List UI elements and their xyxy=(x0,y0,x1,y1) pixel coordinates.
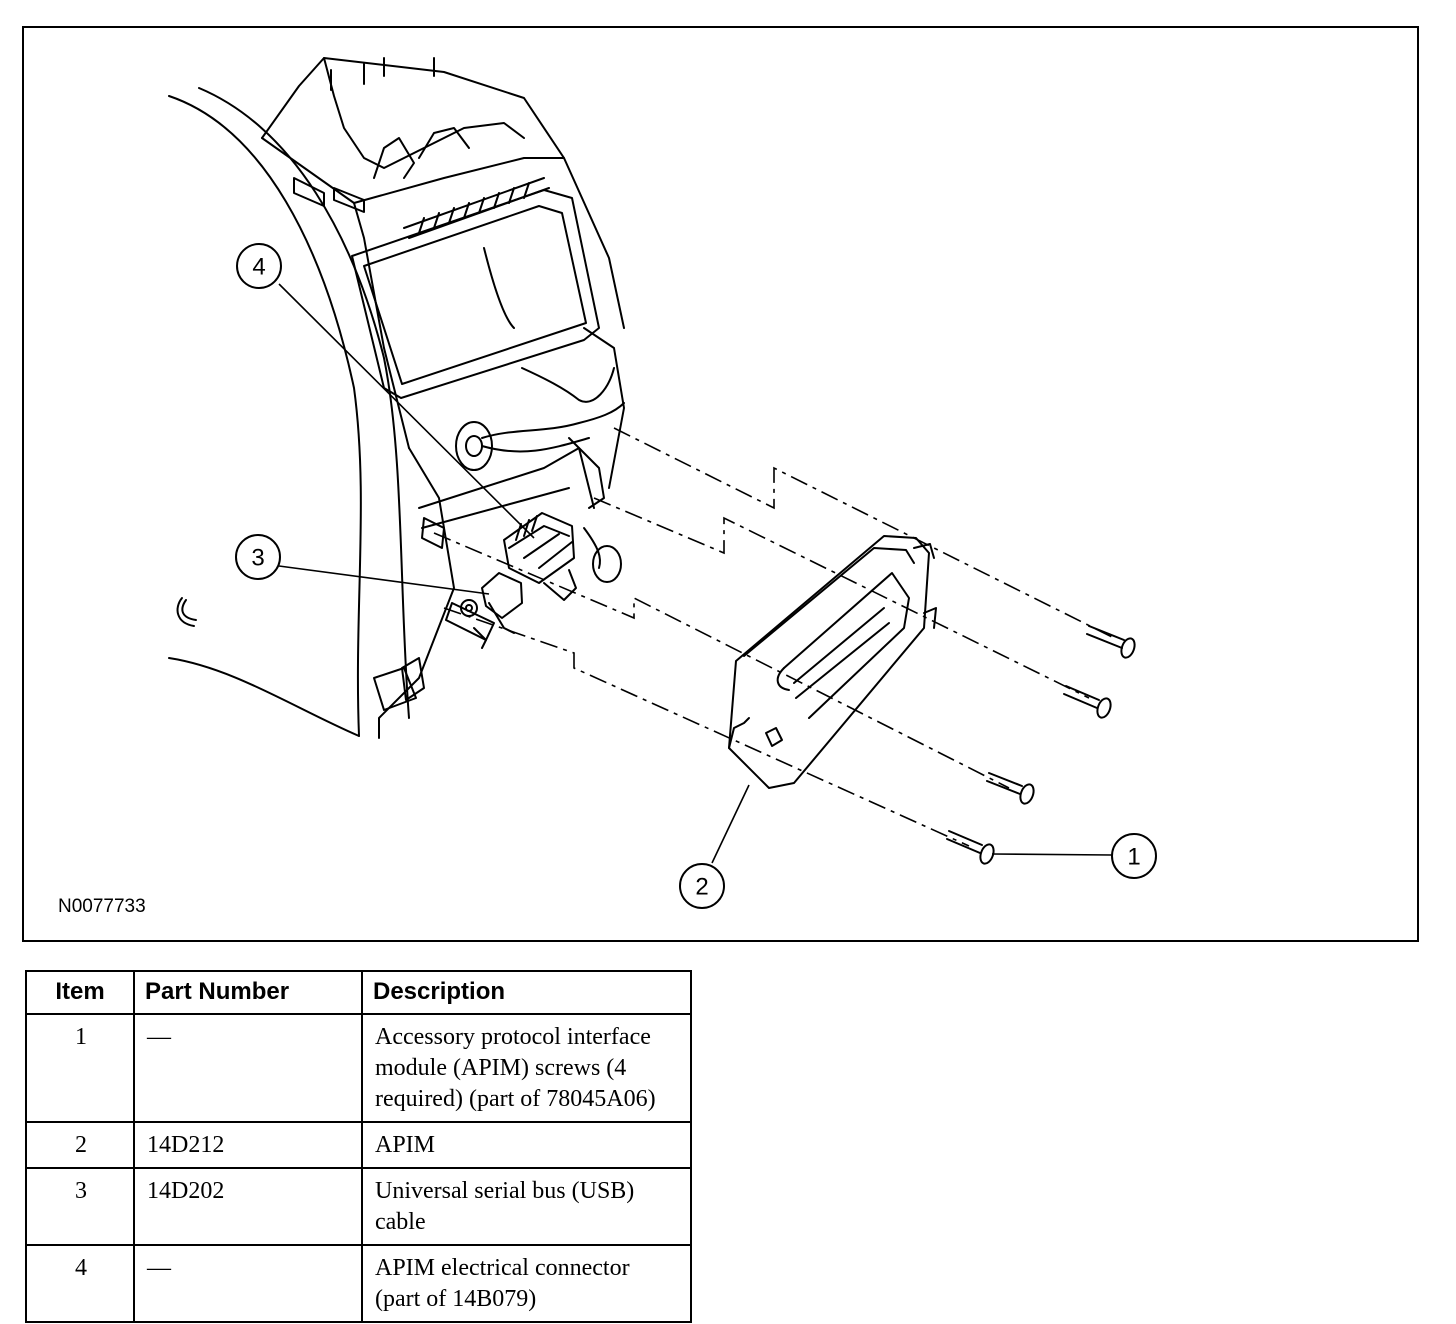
cell-item: 2 xyxy=(25,1121,135,1169)
cell-item: 4 xyxy=(25,1244,135,1323)
usb-cable-drawing xyxy=(460,572,523,649)
callout-circle-2 xyxy=(679,863,725,909)
parts-table: Item Part Number Description 1 — Accesso… xyxy=(25,970,692,1323)
callout-circle-1 xyxy=(1111,833,1157,879)
callout-circle-4 xyxy=(236,243,282,289)
cell-description: Accessory protocol interface module (API… xyxy=(361,1013,692,1123)
header-description: Description xyxy=(361,970,692,1015)
exploded-view-figure: 1 2 3 4 N0077733 xyxy=(22,26,1419,942)
console-housing xyxy=(168,57,625,739)
table-row: 4 — APIM electrical connector (part of 1… xyxy=(25,1244,692,1323)
callout-circle-3 xyxy=(235,534,281,580)
table-row: 2 14D212 APIM xyxy=(25,1121,692,1169)
cell-part-number: — xyxy=(133,1013,363,1123)
table-row: 3 14D202 Universal serial bus (USB) cabl… xyxy=(25,1167,692,1246)
table-row: 1 — Accessory protocol interface module … xyxy=(25,1013,692,1123)
cell-description: APIM electrical connector (part of 14B07… xyxy=(361,1244,692,1323)
callout-circles xyxy=(235,243,1157,909)
cell-item: 1 xyxy=(25,1013,135,1123)
callout-label-3: 3 xyxy=(251,545,264,572)
cell-description: Universal serial bus (USB) cable xyxy=(361,1167,692,1246)
cell-description: APIM xyxy=(361,1121,692,1169)
header-item: Item xyxy=(25,970,135,1015)
header-part-number: Part Number xyxy=(133,970,363,1015)
table-header-row: Item Part Number Description xyxy=(25,970,692,1015)
cell-part-number: 14D212 xyxy=(133,1121,363,1169)
callout-label-1: 1 xyxy=(1127,844,1140,871)
illustration: 1 2 3 4 xyxy=(168,57,1157,909)
cell-item: 3 xyxy=(25,1167,135,1246)
callout-label-4: 4 xyxy=(252,254,265,281)
figure-id-label: N0077733 xyxy=(58,896,146,917)
cell-part-number: — xyxy=(133,1244,363,1323)
cell-part-number: 14D202 xyxy=(133,1167,363,1246)
alignment-lines xyxy=(433,427,1115,847)
callout-label-2: 2 xyxy=(695,874,708,901)
apim-screws-drawing xyxy=(946,625,1136,865)
leader-lines xyxy=(278,283,1113,864)
apim-connector-drawing xyxy=(503,512,577,601)
